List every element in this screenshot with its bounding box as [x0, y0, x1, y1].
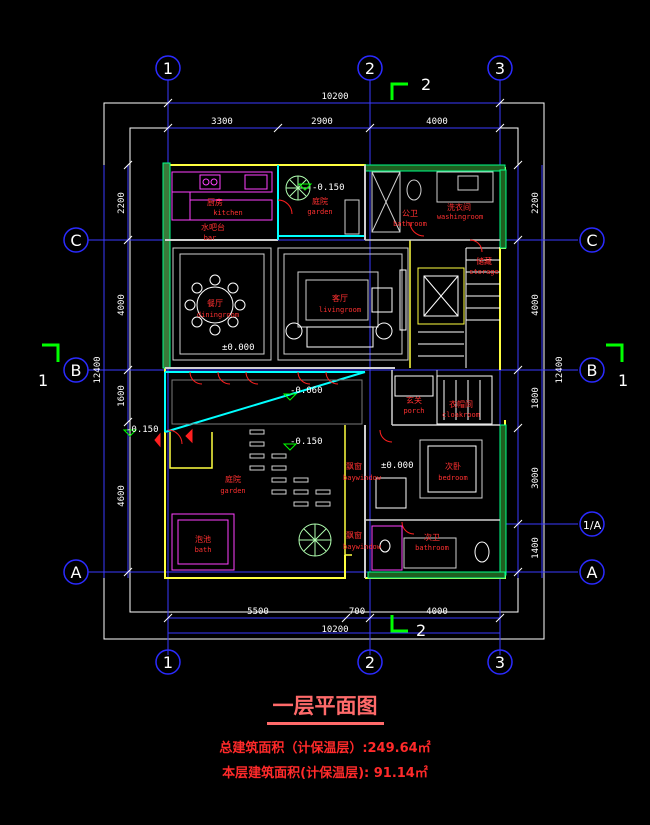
dimension-ticks [123, 98, 523, 623]
level-left-side: -0.150 [126, 425, 159, 435]
room-living-en: livingroom [319, 306, 361, 314]
room-baywindow-1-en: baywindow [343, 474, 382, 482]
axis-right-1a: 1/A [583, 519, 602, 532]
dim-top-seg-1: 3300 [211, 117, 233, 127]
room-dining-en: diningroom [197, 311, 239, 319]
bathroom-fixtures [344, 171, 494, 235]
dimension-lines [103, 102, 543, 634]
axis-right-c: C [586, 231, 597, 250]
dim-right-seg-4: 3000 [531, 467, 541, 489]
axis-bottom-3: 3 [495, 653, 505, 672]
room-bathroom-zh: 公卫 [402, 209, 418, 218]
room-cloak-en: cloakroom [442, 411, 480, 419]
level-terrace: -0.060 [290, 386, 323, 396]
room-bar-zh: 水吧台 [201, 222, 225, 232]
dim-right-seg-2: 4000 [531, 294, 541, 316]
dim-left-seg-3: 1600 [117, 385, 127, 407]
dim-right-seg-1: 2200 [531, 192, 541, 214]
dim-bottom-seg-3: 4000 [426, 607, 448, 617]
room-cloak-zh: 衣帽间 [449, 399, 473, 409]
drawing-title: 一层平面图 [266, 690, 384, 725]
axis-bottom-2: 2 [365, 653, 375, 672]
room-baywindow-1-zh: 飘窗 [346, 461, 362, 471]
room-washing-zh: 洗衣间 [447, 202, 471, 212]
dim-left-seg-1: 2200 [117, 192, 127, 214]
level-bedroom: ±0.000 [381, 461, 414, 471]
room-bedroom-zh: 次卧 [445, 461, 461, 471]
kitchen-fixtures [171, 171, 273, 221]
room-garden-s-zh: 庭院 [225, 474, 241, 484]
room-kitchen-en: kitchen [213, 209, 243, 217]
building-walls [162, 162, 507, 579]
axis-left-c: C [70, 231, 81, 250]
room-garden-n-en: garden [307, 208, 332, 216]
level-kitchen-garden: -0.150 [312, 183, 345, 193]
room-porch-zh: 玄关 [406, 395, 422, 405]
axis-bottom-1: 1 [163, 653, 173, 672]
room-bedroom-en: bedroom [438, 474, 468, 482]
room-bathroom-en: bathroom [393, 220, 427, 228]
dim-top-total: 10200 [321, 92, 348, 102]
axis-top-1: 1 [163, 59, 173, 78]
dim-right-total: 12400 [555, 356, 565, 383]
room-dining-zh: 餐厅 [207, 299, 223, 308]
section-mark-top: 2 [421, 75, 431, 94]
floor-area-text: 本层建筑面积(计保温层): 91.14㎡ [222, 766, 428, 781]
dim-top-seg-3: 4000 [426, 117, 448, 127]
room-bar-en: bar [204, 234, 217, 242]
stair-elevator [417, 247, 500, 368]
room-washing-en: washingroom [437, 213, 483, 221]
room-storage-en: storage [469, 268, 499, 276]
dim-right-seg-3: 1800 [531, 387, 541, 409]
room-baywindow-2-en: baywindow [343, 543, 382, 551]
plant-symbols [285, 175, 332, 557]
room-labels: 厨房 kitchen 水吧台 bar 庭院 garden 公卫 bathroom… [195, 196, 499, 554]
section-mark-bottom: 2 [416, 621, 426, 640]
axis-top-3: 3 [495, 59, 505, 78]
dim-left-seg-2: 4000 [117, 294, 127, 316]
floor-plan-drawing: 10200 3300 2900 4000 5500 700 4000 10200… [38, 55, 628, 675]
title-block: 一层平面图 总建筑面积（计保温层）:249.64㎡ 本层建筑面积(计保温层): … [0, 690, 650, 781]
room-baywindow-2-zh: 飘窗 [346, 530, 362, 540]
dim-bottom-seg-1: 5500 [247, 607, 269, 617]
axis-top-2: 2 [365, 59, 375, 78]
dim-left-seg-4: 4600 [117, 485, 127, 507]
axis-right-b: B [587, 361, 598, 380]
axis-left-a: A [71, 563, 82, 582]
door-swings [154, 199, 483, 535]
dim-left-total: 12400 [93, 356, 103, 383]
section-mark-right: 1 [618, 371, 628, 390]
garden-features [171, 379, 363, 571]
section-mark-left: 1 [38, 371, 48, 390]
total-area-text: 总建筑面积（计保温层）:249.64㎡ [219, 741, 431, 756]
dim-bottom-total: 10200 [321, 625, 348, 635]
level-dining: ±0.000 [222, 343, 255, 353]
room-bath-zh: 泡池 [195, 534, 211, 544]
dining-table [172, 247, 272, 361]
room-bathroom2-zh: 次卫 [424, 532, 440, 542]
room-living-zh: 客厅 [332, 293, 348, 303]
axis-right-a: A [587, 563, 598, 582]
bedroom-furniture [375, 375, 493, 509]
level-marks: -0.150 ±0.000 ±0.000 -0.060 -0.150 -0.15… [122, 183, 414, 471]
axis-left-b: B [71, 361, 82, 380]
bath-fixtures [371, 525, 490, 571]
room-garden-s-en: garden [220, 487, 245, 495]
section-cut-marks [42, 82, 624, 633]
room-porch-en: porch [403, 407, 424, 415]
dim-bottom-seg-2: 700 [349, 607, 365, 617]
room-kitchen-zh: 厨房 [207, 197, 223, 207]
living-furniture [277, 247, 409, 361]
room-bathroom2-en: bathroom [415, 544, 449, 552]
axis-bubbles [63, 55, 605, 675]
room-storage-zh: 储藏 [476, 256, 492, 266]
room-garden-n-zh: 庭院 [312, 196, 328, 206]
dim-top-seg-2: 2900 [311, 117, 333, 127]
dim-right-seg-5: 1400 [531, 537, 541, 559]
room-bath-en: bath [195, 546, 212, 554]
level-garden: -0.150 [290, 437, 323, 447]
